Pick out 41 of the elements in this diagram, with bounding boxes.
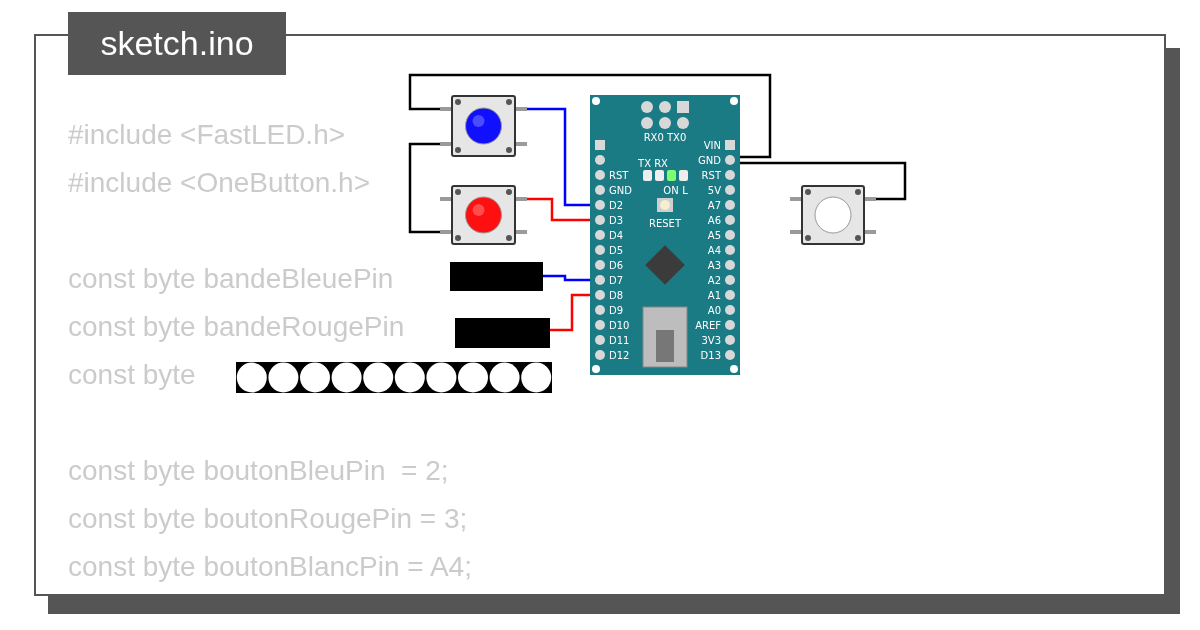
- led-label: ON: [663, 184, 679, 196]
- pin-label: D2: [609, 199, 624, 211]
- pin-label: GND: [698, 154, 721, 166]
- pin-label: A4: [707, 244, 721, 256]
- pin-label: D8: [609, 289, 624, 301]
- pin-label: D11: [609, 334, 630, 346]
- wire: [527, 197, 590, 222]
- pin-label: RST: [609, 169, 629, 181]
- pin-label: A1: [707, 289, 721, 301]
- pin-label: RST: [701, 169, 721, 181]
- pin-label: D6: [609, 259, 624, 271]
- wire: [550, 293, 590, 332]
- button-label: RESET: [649, 217, 681, 229]
- pin-label: A0: [707, 304, 721, 316]
- wire: [527, 107, 590, 207]
- pin-label: D3: [609, 214, 624, 226]
- pin-label: D13: [700, 349, 721, 361]
- pin-label: D12: [609, 349, 630, 361]
- pin-label: D4: [609, 229, 624, 241]
- pin-label: RX0 TX0: [643, 131, 687, 143]
- wire: [408, 73, 772, 159]
- wire: [543, 274, 590, 282]
- pin-label: D10: [609, 319, 630, 331]
- pin-label: 5V: [707, 184, 721, 196]
- pin-label: AREF: [695, 319, 721, 331]
- wire: [740, 161, 907, 201]
- pin-label: D9: [609, 304, 624, 316]
- led-label: TX RX: [638, 157, 668, 169]
- pin-label: A3: [707, 259, 721, 271]
- wire: [408, 142, 440, 234]
- pin-label: VIN: [703, 139, 721, 151]
- led-label: L: [682, 184, 688, 196]
- pin-label: A2: [707, 274, 721, 286]
- pin-label: GND: [609, 184, 632, 196]
- pin-label: D7: [609, 274, 624, 286]
- pin-label: A6: [707, 214, 721, 226]
- pin-label: A7: [707, 199, 721, 211]
- file-tab: sketch.ino: [68, 12, 286, 75]
- pin-label: A5: [707, 229, 721, 241]
- pin-label: D5: [609, 244, 624, 256]
- pin-label: 3V3: [701, 334, 721, 346]
